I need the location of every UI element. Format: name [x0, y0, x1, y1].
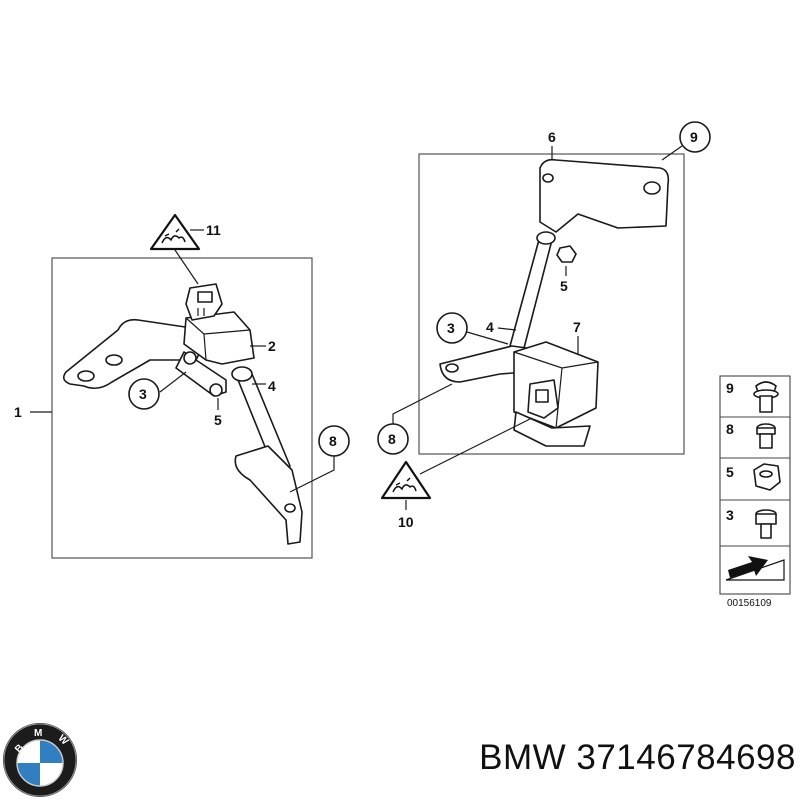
reference-number: 00156109	[727, 598, 772, 609]
legend-num-3: 3	[726, 507, 734, 523]
legend-num-5: 5	[726, 464, 734, 480]
callout-5[interactable]: 5	[214, 412, 222, 428]
svg-text:M: M	[34, 728, 42, 739]
right-sensor-body	[513, 341, 599, 429]
callout-9[interactable]: 9	[690, 129, 698, 145]
legend-num-9: 9	[726, 380, 734, 396]
callout-6[interactable]: 6	[548, 129, 556, 145]
hardware-legend: 9 8 5 3 00156109	[719, 375, 791, 609]
right-connecting-rod	[509, 235, 553, 349]
left-assembly: 1 11 2 3 5	[14, 213, 350, 559]
warning-triangle-icon	[149, 213, 201, 251]
flange-bolt-icon	[753, 381, 779, 413]
callout-11[interactable]: 11	[206, 222, 221, 238]
left-sensor-body	[183, 311, 255, 365]
pointer-arrow-icon	[725, 556, 785, 581]
legend-frame	[719, 375, 791, 595]
callout-7[interactable]: 7	[573, 319, 581, 335]
right-top-bracket	[539, 158, 670, 233]
callout-3[interactable]: 3	[139, 386, 147, 402]
callout-4-right[interactable]: 4	[486, 319, 494, 335]
legend-num-8: 8	[726, 421, 734, 437]
right-nut	[556, 245, 577, 263]
left-lower-bracket	[234, 445, 303, 545]
right-base-plate	[513, 411, 591, 447]
left-assembly-frame	[51, 257, 313, 559]
part-number-caption: BMW 37146784698	[479, 738, 796, 777]
right-assembly: 6 9 5 3 4 7	[377, 121, 711, 530]
callout-5-right[interactable]: 5	[560, 278, 568, 294]
callout-10[interactable]: 10	[398, 514, 414, 530]
hex-nut-icon	[753, 463, 781, 491]
bmw-logo: B M W	[3, 723, 77, 797]
warning-triangle-right-icon	[380, 460, 432, 500]
callout-3-right[interactable]: 3	[447, 320, 455, 336]
left-bracket	[62, 318, 207, 390]
callout-9-circle[interactable]	[679, 121, 711, 153]
callout-3-right-circle[interactable]	[436, 312, 468, 344]
callout-1[interactable]: 1	[14, 404, 22, 420]
callout-4[interactable]: 4	[268, 378, 276, 394]
callout-3-circle[interactable]	[128, 378, 160, 410]
socket-screw-icon	[755, 509, 777, 539]
callout-2[interactable]: 2	[268, 338, 276, 354]
callout-8[interactable]: 8	[329, 433, 337, 449]
callout-8-right[interactable]: 8	[388, 431, 396, 447]
bolt-icon	[756, 423, 776, 449]
